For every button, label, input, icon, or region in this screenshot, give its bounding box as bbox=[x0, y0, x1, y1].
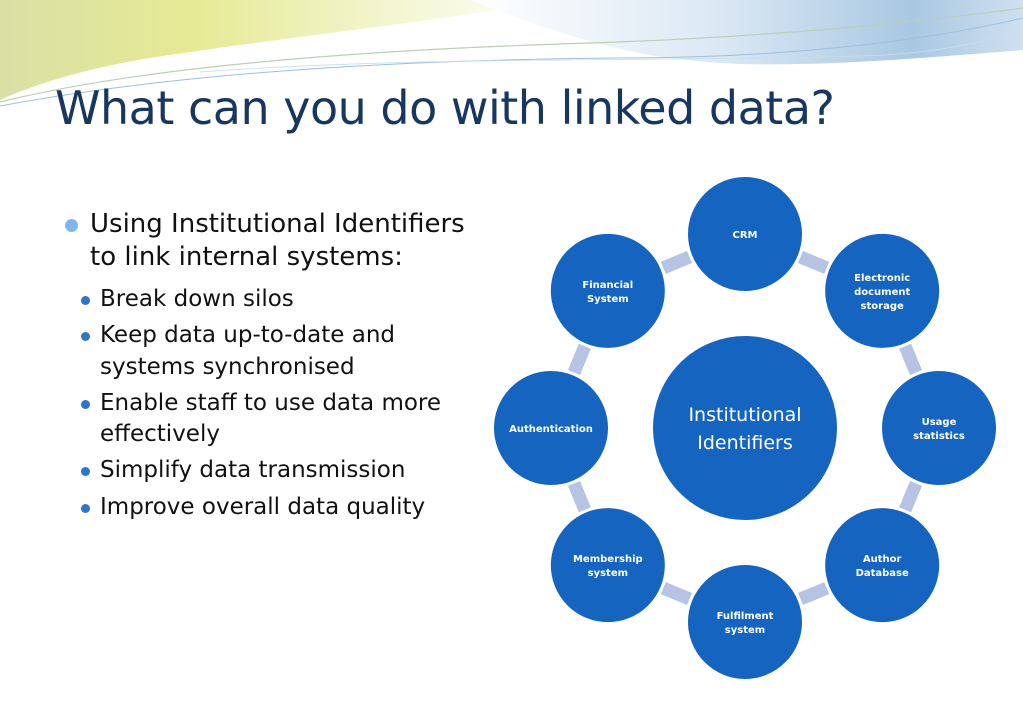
sub-bullet-simplify-transmission: Simplify data transmission bbox=[60, 455, 490, 486]
node-author-database bbox=[823, 506, 942, 625]
node-label-fulfilment-system: system bbox=[725, 625, 765, 636]
node-label-membership-system: system bbox=[588, 568, 628, 579]
node-electronic-document-storage bbox=[823, 231, 942, 350]
node-label-fulfilment-system: Fulfilment bbox=[717, 611, 774, 622]
node-label-usage-statistics: Usage bbox=[922, 417, 957, 428]
node-label-author-database: Author bbox=[863, 554, 902, 565]
center-node-label: Identifiers bbox=[697, 432, 793, 454]
center-node-institutional-identifiers bbox=[651, 334, 839, 522]
center-node-label: Institutional bbox=[688, 404, 801, 426]
node-label-electronic-document-storage: Electronic bbox=[854, 273, 910, 284]
node-label-author-database: Database bbox=[856, 568, 909, 579]
sub-bullet-enable-staff: Enable staff to use data more effectivel… bbox=[60, 388, 490, 451]
node-usage-statistics bbox=[880, 369, 998, 487]
bullet-main: Using Institutional Identifiers to link … bbox=[60, 208, 490, 274]
sub-bullet-break-down-silos: Break down silos bbox=[60, 284, 490, 315]
node-authentication bbox=[492, 369, 610, 487]
connector-author-database-to-fulfilment-system bbox=[797, 582, 830, 606]
sub-bullet-list: Break down silos Keep data up-to-date an… bbox=[60, 284, 490, 523]
connector-usage-statistics-to-author-database bbox=[899, 480, 923, 513]
connector-fulfilment-system-to-membership-system bbox=[660, 582, 693, 606]
connector-financial-system-to-crm bbox=[660, 250, 693, 274]
node-label-electronic-document-storage: document bbox=[854, 287, 910, 298]
sub-bullet-improve-quality: Improve overall data quality bbox=[60, 492, 490, 523]
node-label-membership-system: Membership bbox=[573, 554, 643, 565]
node-fulfilment-system bbox=[686, 563, 804, 681]
bullet-list: Using Institutional Identifiers to link … bbox=[60, 208, 490, 528]
connector-electronic-document-storage-to-usage-statistics bbox=[899, 343, 923, 376]
slide-title: What can you do with linked data? bbox=[55, 81, 835, 135]
node-label-usage-statistics: statistics bbox=[913, 431, 965, 442]
header-swoosh-banner bbox=[0, 0, 1023, 107]
node-financial-system bbox=[548, 231, 667, 350]
connector-authentication-to-financial-system bbox=[567, 343, 591, 376]
node-membership-system bbox=[548, 506, 667, 625]
connector-crm-to-electronic-document-storage bbox=[797, 250, 830, 274]
node-label-electronic-document-storage: storage bbox=[861, 301, 904, 312]
node-crm bbox=[686, 175, 804, 293]
node-label-financial-system: Financial bbox=[582, 280, 633, 291]
sub-bullet-keep-data-up-to-date: Keep data up-to-date and systems synchro… bbox=[60, 320, 490, 383]
connector-membership-system-to-authentication bbox=[567, 480, 591, 513]
node-label-financial-system: System bbox=[587, 294, 629, 305]
node-label-authentication: Authentication bbox=[509, 424, 593, 435]
node-label-crm: CRM bbox=[733, 230, 758, 241]
